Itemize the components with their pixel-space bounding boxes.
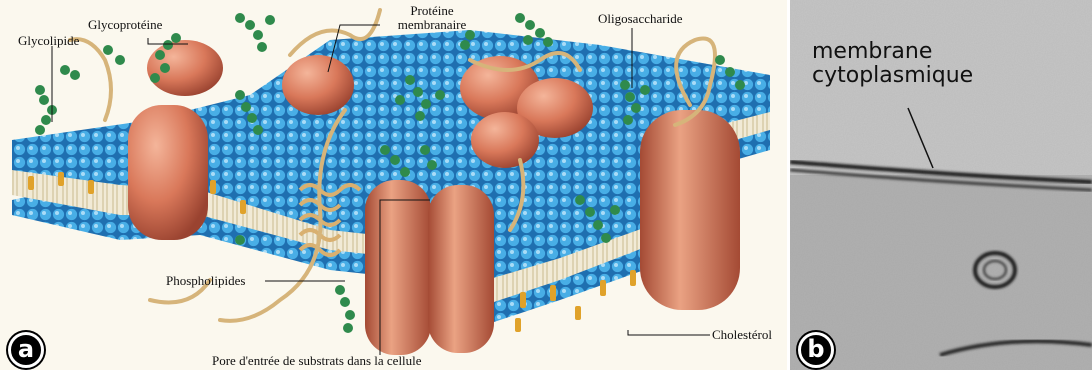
micrograph-panel: membrane cytoplasmique b xyxy=(790,0,1092,370)
proteine-membranaire-label: Protéine membranaire xyxy=(388,4,476,32)
proteine-label-line1: Protéine xyxy=(388,4,476,18)
phospholipides-label: Phospholipides xyxy=(166,274,245,288)
cholesterol-label: Cholestérol xyxy=(712,328,772,342)
panel-a-badge: a xyxy=(8,332,44,368)
glycoproteine-label: Glycoprotéine xyxy=(88,18,162,32)
glycolipide-label: Glycolipide xyxy=(18,34,79,48)
membrane-diagram-panel: Glycolipide Glycoprotéine Protéine membr… xyxy=(0,0,787,370)
membrane-label-line2: cytoplasmique xyxy=(812,64,973,88)
membrane-label: membrane cytoplasmique xyxy=(812,40,973,88)
pore-label: Pore d'entrée de substrats dans la cellu… xyxy=(212,354,422,368)
membrane-illustration xyxy=(0,0,787,370)
oligosaccharide-label: Oligosaccharide xyxy=(598,12,682,26)
panel-b-badge: b xyxy=(798,332,834,368)
membrane-label-line1: membrane xyxy=(812,40,973,64)
proteine-label-line2: membranaire xyxy=(388,18,476,32)
